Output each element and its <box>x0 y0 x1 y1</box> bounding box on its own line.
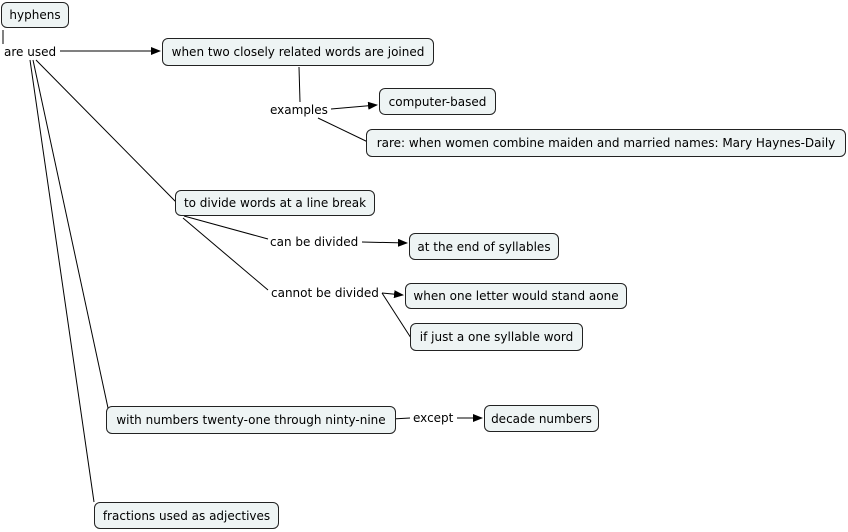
concept-one-syllable[interactable]: if just a one syllable word <box>410 323 583 351</box>
link-are-used-numbers <box>32 59 109 409</box>
concept-computer-based[interactable]: computer-based <box>379 88 496 115</box>
link-cannot-one-syllable <box>381 292 412 339</box>
phrase-examples[interactable]: examples <box>269 103 329 117</box>
phrase-except[interactable]: except <box>412 411 455 425</box>
link-joined-examples <box>298 66 301 103</box>
link-are-used-divide <box>35 59 177 203</box>
concept-fractions[interactable]: fractions used as adjectives <box>94 502 279 529</box>
link-divide-cannot <box>182 217 269 291</box>
link-divide-can <box>183 215 269 240</box>
concept-hyphens[interactable]: hyphens <box>1 2 69 28</box>
concept-numbers[interactable]: with numbers twenty-one through ninty-ni… <box>106 406 396 434</box>
link-examples-rare <box>317 117 371 144</box>
arrow-can-syllables <box>361 238 408 247</box>
arrow-cannot-one-letter <box>381 290 404 299</box>
link-are-used-fractions <box>29 59 95 503</box>
concept-syllables[interactable]: at the end of syllables <box>409 233 559 260</box>
concept-decade[interactable]: decade numbers <box>484 405 599 432</box>
concept-rare[interactable]: rare: when women combine maiden and marr… <box>366 129 846 157</box>
phrase-can-be-divided[interactable]: can be divided <box>269 235 360 249</box>
concept-joined[interactable]: when two closely related words are joine… <box>162 38 434 66</box>
phrase-are-used[interactable]: are used <box>3 45 58 59</box>
phrase-cannot-be-divided[interactable]: cannot be divided <box>270 286 380 300</box>
concept-divide[interactable]: to divide words at a line break <box>175 190 375 216</box>
arrow-examples-computer <box>330 101 378 110</box>
concept-one-letter[interactable]: when one letter would stand aone <box>405 283 627 309</box>
